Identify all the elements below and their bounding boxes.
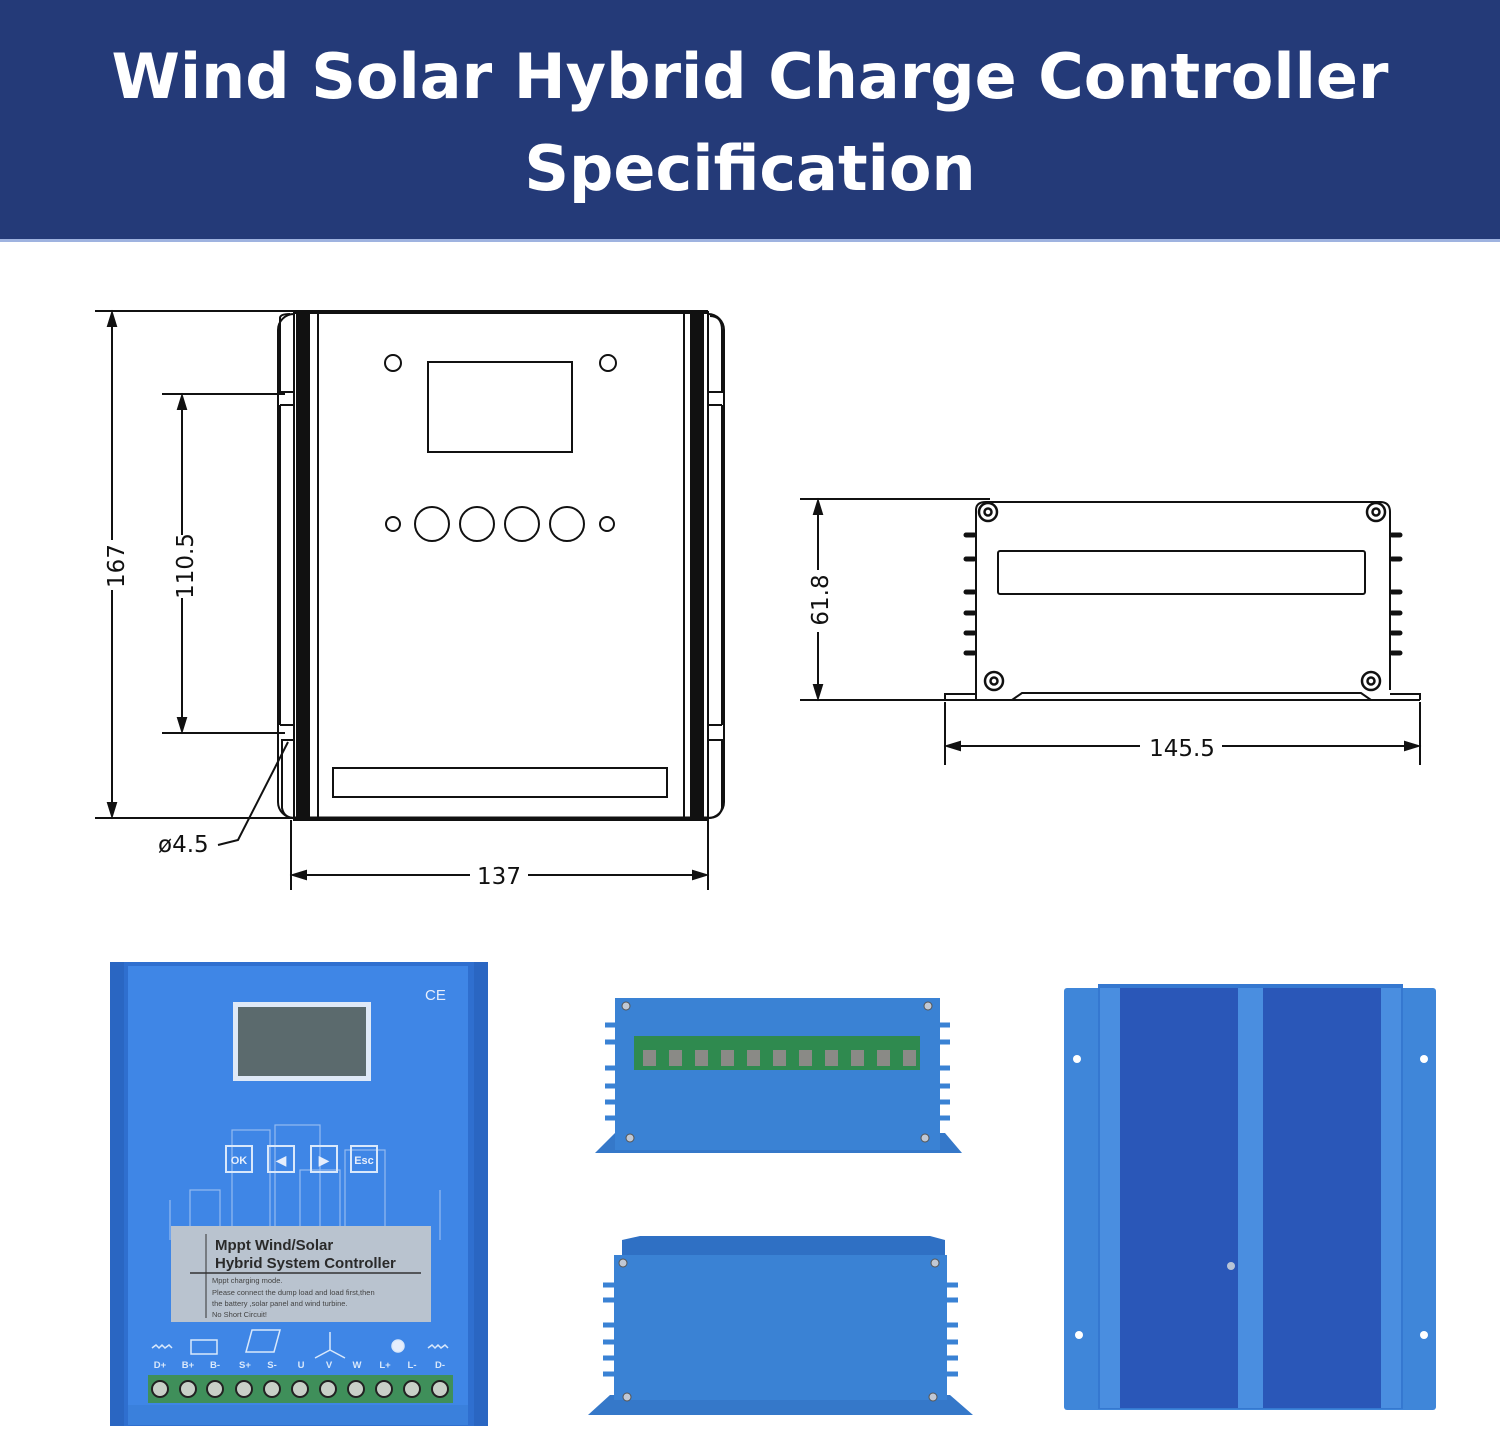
ok-button-label: OK bbox=[231, 1155, 248, 1167]
label-text-2: Please connect the dump load and load fi… bbox=[212, 1288, 375, 1297]
page-title: Wind Solar Hybrid Charge Controller bbox=[111, 40, 1389, 113]
terminal-label: V bbox=[326, 1360, 333, 1371]
terminal-label: L- bbox=[408, 1360, 417, 1371]
label-text-1: Mppt charging mode. bbox=[212, 1276, 282, 1285]
dim-hole-diameter: ø4.5 bbox=[158, 832, 209, 858]
label-text-3: the battery ,solar panel and wind turbin… bbox=[212, 1299, 348, 1308]
dim-depth-61-8: 61.8 bbox=[808, 574, 834, 625]
dim-height-167: 167 bbox=[104, 544, 130, 588]
terminal-label: D+ bbox=[154, 1360, 167, 1371]
lamp-icon bbox=[391, 1339, 405, 1353]
header-banner: Wind Solar Hybrid Charge Controller Spec… bbox=[0, 0, 1500, 242]
label-title-line1: Mppt Wind/Solar bbox=[215, 1237, 333, 1254]
label-title-line2: Hybrid System Controller bbox=[215, 1255, 396, 1272]
terminal-label: B- bbox=[210, 1360, 220, 1371]
battery-icon bbox=[190, 1339, 218, 1355]
ce-mark: CE bbox=[425, 987, 446, 1004]
solar-panel-icon bbox=[245, 1329, 281, 1353]
terminal-label: S- bbox=[267, 1360, 277, 1371]
terminal-label: S+ bbox=[239, 1360, 251, 1371]
dump-load-icon-2 bbox=[427, 1343, 449, 1350]
dim-hole-spacing: 110.5 bbox=[173, 533, 199, 599]
dim-base-width-145-5: 145.5 bbox=[1149, 736, 1215, 762]
right-button-label: ▶ bbox=[319, 1152, 330, 1168]
esc-button-label: Esc bbox=[354, 1155, 374, 1167]
terminal-label: U bbox=[298, 1360, 305, 1371]
terminal-label: B+ bbox=[182, 1360, 195, 1371]
terminal-label: L+ bbox=[379, 1360, 391, 1371]
dim-width-137: 137 bbox=[477, 864, 521, 890]
label-text-4: No Short Circuit! bbox=[212, 1310, 267, 1319]
page-subtitle: Specification bbox=[524, 132, 976, 205]
left-button-label: ◀ bbox=[276, 1152, 287, 1168]
terminal-label: W bbox=[353, 1360, 362, 1371]
dump-load-icon bbox=[151, 1343, 173, 1350]
terminal-label: D- bbox=[435, 1360, 445, 1371]
wind-turbine-icon bbox=[314, 1332, 346, 1359]
